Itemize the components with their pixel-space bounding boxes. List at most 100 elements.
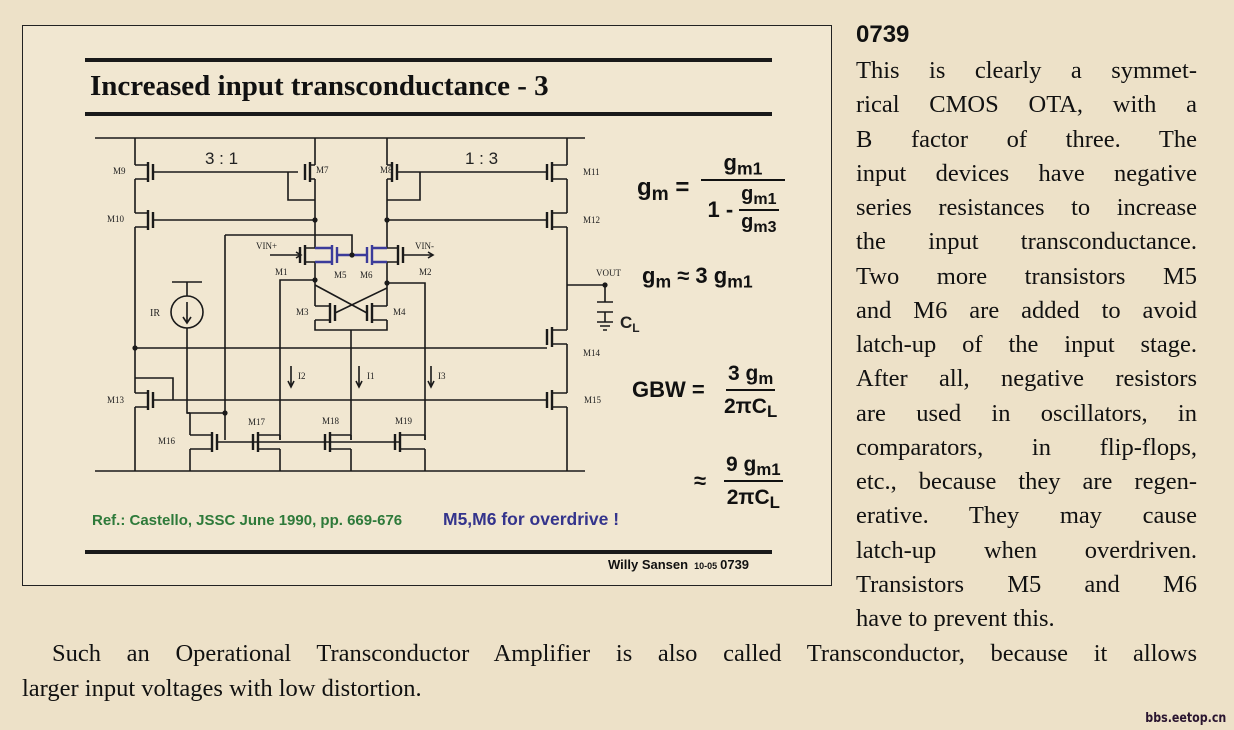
transistor-M6-terminals: [372, 246, 387, 264]
formula-approx-symbol: ≈: [694, 468, 707, 493]
label-m7: M7: [316, 165, 329, 175]
bottom-paragraph: Such an Operational Transconductor Ampli…: [22, 636, 1197, 706]
footer-rule: [85, 550, 772, 554]
ratio-left: 3 : 1: [205, 149, 238, 168]
current-arrow-i3: [427, 366, 435, 389]
side-text-line: rical CMOS OTA, with a: [856, 91, 1197, 119]
junction-dot: [384, 217, 390, 223]
side-text-line: are used in oscillators, in: [856, 399, 1197, 427]
side-text-line: input devices have negative: [856, 159, 1197, 187]
transistor-M10-terminals: [135, 212, 148, 228]
bottom-text-line: larger input voltages with low distortio…: [22, 675, 422, 702]
label-m3: M3: [296, 307, 309, 317]
label-m13: M13: [107, 395, 125, 405]
label-m2: M2: [419, 267, 432, 277]
label-vin-plus: VIN+: [256, 241, 277, 251]
junction-dot: [132, 345, 138, 351]
wire: [387, 282, 426, 440]
formula-gbw2-fraction: 9 gm1 2πCL: [724, 453, 783, 513]
slide-title: Increased input transconductance - 3: [90, 70, 549, 102]
label-ir: IR: [150, 308, 160, 319]
wire: [279, 279, 315, 440]
label-m9: M9: [113, 166, 126, 176]
junction-dot: [312, 277, 318, 283]
label-m11: M11: [583, 167, 600, 177]
transistor-M8-terminals: [387, 164, 392, 180]
title-rule-top: [85, 58, 772, 62]
side-text-line: the input transconductance.: [856, 228, 1197, 256]
vin-plus-arrow: [295, 251, 303, 259]
transistor-M2-terminals: [387, 247, 398, 263]
side-text-line: comparators, in flip-flops,: [856, 433, 1197, 461]
reference-text: Ref.: Castello, JSSC June 1990, pp. 669-…: [92, 512, 403, 529]
label-i2: I2: [298, 371, 306, 381]
transistor-M15-terminals: [552, 392, 567, 408]
label-m18: M18: [322, 416, 340, 426]
label-m5: M5: [334, 270, 347, 280]
label-m15: M15: [584, 395, 602, 405]
label-m4: M4: [393, 307, 406, 317]
bottom-text-line: Such an Operational Transconductor Ampli…: [52, 640, 1197, 667]
side-text-line: latch-up when overdriven.: [856, 536, 1197, 564]
side-text-line: latch-up of the input stage.: [856, 331, 1197, 358]
junction-dot: [384, 280, 390, 286]
ratio-right: 1 : 3: [465, 149, 498, 168]
side-text-line: After all, negative resistors: [856, 365, 1197, 393]
side-text-line: B factor of three. The: [856, 125, 1197, 153]
side-text-line: and M6 are added to avoid: [856, 296, 1197, 324]
label-m8: M8: [380, 165, 393, 175]
transistor-M1-terminals: [305, 247, 315, 263]
transistor-M18-terminals: [330, 434, 351, 450]
wire: [387, 172, 421, 201]
wire: [314, 284, 388, 314]
label-m17: M17: [248, 417, 266, 427]
junction-dot: [222, 410, 228, 416]
wire: [287, 172, 315, 201]
vin-minus-arrow: [427, 251, 435, 259]
formula-gm-fraction: gm1 1 - gm1 gm3: [701, 150, 785, 237]
transistor-M4-terminals: [372, 305, 387, 321]
side-text-line: etc., because they are regen-: [856, 468, 1197, 495]
label-m12: M12: [583, 215, 600, 225]
label-m1: M1: [275, 267, 288, 277]
label-cl: CL: [620, 313, 640, 335]
title-rule-bottom: [85, 112, 772, 116]
label-vout: VOUT: [596, 268, 621, 278]
transistor-M16-terminals: [190, 434, 212, 450]
transistor-M5-terminals: [315, 246, 332, 264]
overdrive-note: M5,M6 for overdrive !: [443, 509, 620, 529]
slide-frame: [22, 25, 832, 586]
transistor-M13-terminals: [135, 392, 148, 408]
watermark: bbs.eetop.cn: [1145, 711, 1226, 726]
side-text-line: This is clearly a symmet-: [856, 57, 1197, 84]
wire: [135, 377, 174, 400]
wire: [225, 234, 353, 255]
current-arrow-i2: [287, 366, 295, 389]
transistor-M17-terminals: [258, 434, 280, 450]
formula-gm-lhs: gm =: [637, 174, 690, 205]
transistor-M9-terminals: [135, 164, 148, 180]
transistor-M14-terminals: [552, 329, 567, 345]
label-m6: M6: [360, 270, 373, 280]
transistor-M3-terminals: [315, 305, 330, 321]
formula-gbw-fraction: 3 gm 2πCL: [724, 362, 778, 422]
junction-dot: [312, 217, 318, 223]
label-m19: M19: [395, 416, 413, 426]
current-arrow-i1: [355, 366, 363, 389]
label-i3: I3: [438, 371, 446, 381]
wire: [567, 284, 613, 331]
transistor-M7-terminals: [310, 164, 315, 180]
label-vin-minus: VIN-: [415, 241, 434, 251]
label-i1: I1: [367, 371, 375, 381]
label-m14: M14: [583, 348, 601, 358]
current-source-icon: [170, 295, 204, 329]
side-text: This is clearly a symmet-rical CMOS OTA,…: [856, 54, 1197, 636]
side-text-line: series resistances to increase: [856, 194, 1197, 221]
label-m16: M16: [158, 436, 176, 446]
transistor-M12-terminals: [552, 212, 567, 228]
side-text-line: Transistors M5 and M6: [856, 570, 1197, 598]
formula-gm-approx: gm ≈ 3 gm1: [642, 263, 753, 292]
figure-number: 0739: [856, 21, 910, 48]
junction-dot: [602, 282, 608, 288]
